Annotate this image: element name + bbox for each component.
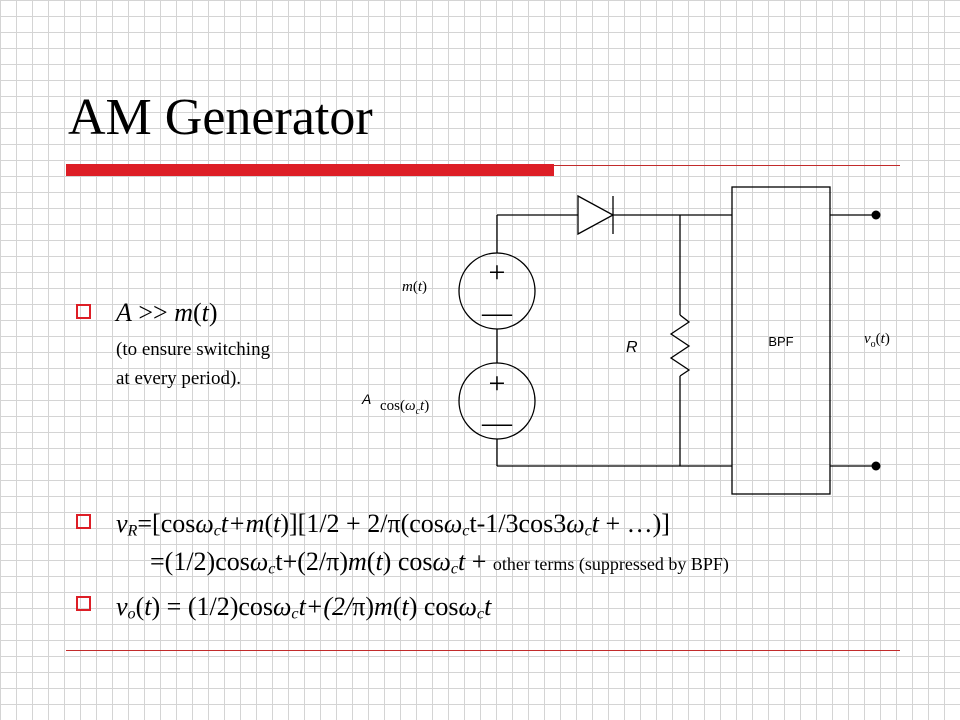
- equation-vr: vR=[cosωct+m(t)][1/2 + 2/π(cosωct-1/3cos…: [116, 509, 670, 540]
- title-accent-bar: [66, 164, 554, 176]
- minus-sign-top: —: [481, 296, 513, 329]
- source-bottom-label: cos(ωct): [380, 398, 429, 417]
- resistor-zigzag: [669, 314, 691, 377]
- bpf-block: [731, 186, 831, 495]
- bullet-square-icon: [76, 304, 91, 319]
- am-generator-circuit: + — + — m(t) A cos(ωct) R BPF vo(t): [361, 186, 890, 495]
- source-bottom-amplitude: A: [361, 391, 371, 407]
- plus-sign-top: +: [489, 256, 506, 289]
- title-rule: [554, 165, 900, 166]
- bullet-condition: A >> m(t): [116, 298, 218, 327]
- resistor-label: R: [626, 339, 638, 356]
- bottom-rule: [66, 650, 900, 651]
- plus-sign-bottom: +: [489, 367, 506, 400]
- bpf-label: BPF: [768, 334, 793, 349]
- slide-title: AM Generator: [68, 89, 373, 146]
- bullet-note-line2: at every period).: [116, 368, 242, 389]
- equation-vo: vo(t) = (1/2)cosωct+(2/π)m(t) cosωct: [116, 592, 492, 623]
- bullet-note-line1: (to ensure switching: [116, 339, 271, 360]
- output-terminal-top: [871, 210, 881, 220]
- source-top-label: m(t): [402, 279, 427, 295]
- bullet-square-icon: [76, 514, 91, 529]
- output-label: vo(t): [864, 331, 890, 350]
- minus-sign-bottom: —: [481, 406, 513, 439]
- equation-vr-continued: =(1/2)cosωct+(2/π)m(t) cosωct + other te…: [150, 547, 729, 578]
- bullet-square-icon: [76, 596, 91, 611]
- diode-icon: [577, 194, 615, 236]
- output-terminal-bottom: [871, 461, 881, 471]
